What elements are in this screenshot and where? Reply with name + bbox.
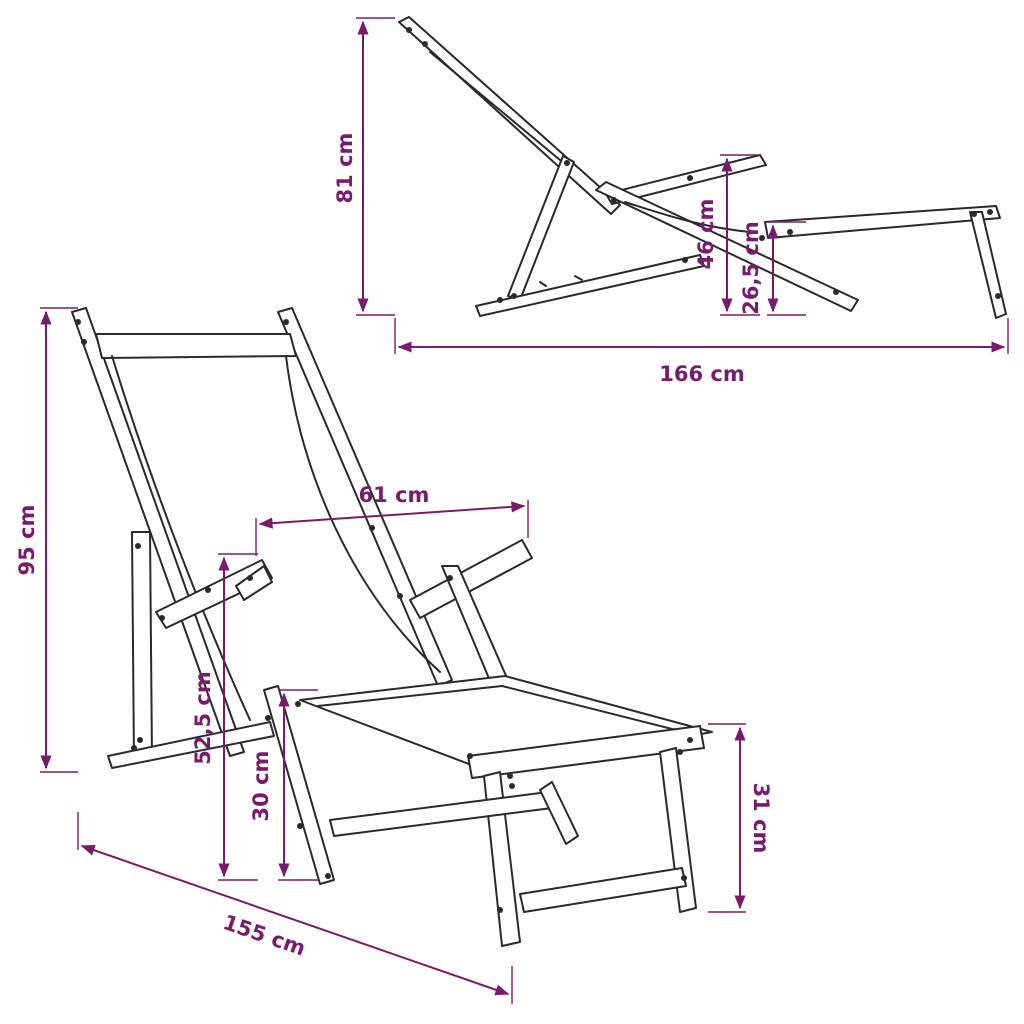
right-back-upright [277, 307, 453, 687]
side-view-dimensions: 81 cm 46 cm 26,5 cm 166 cm [333, 17, 1009, 386]
front-armrest-height-label: 52,5 cm [191, 671, 215, 764]
side-rear-leg [507, 155, 575, 301]
front-width-label: 61 cm [359, 483, 430, 507]
side-base-rail [475, 254, 705, 317]
side-height-label: 81 cm [333, 133, 357, 204]
front-depth-dimension-line [80, 844, 510, 996]
backrest-top-bar [95, 333, 297, 359]
rear-crossbar [539, 781, 579, 845]
seat-front-rail [467, 725, 705, 779]
side-view-chair [398, 16, 1007, 319]
front-height-label: 95 cm [15, 505, 39, 576]
side-armrest-height-label: 46 cm [694, 199, 718, 270]
perspective-chair [71, 307, 713, 947]
side-length-label: 166 cm [659, 362, 744, 386]
side-backrest-frame [398, 16, 621, 215]
left-back-upright [71, 307, 245, 757]
left-rear-leg [131, 531, 153, 761]
side-seat-height-label: 26,5 cm [739, 221, 763, 314]
left-bottom-rail [107, 721, 275, 769]
side-footrest-leg [969, 211, 1007, 319]
front-width-dimension-line [258, 501, 526, 529]
front-left-leg [263, 685, 335, 885]
footrest-right-leg [659, 747, 697, 913]
perspective-dimensions: 95 cm 61 cm 52,5 cm 30 cm 31 cm 155 cm [15, 307, 773, 1004]
front-depth-label: 155 cm [220, 910, 309, 961]
right-armrest [409, 539, 533, 619]
footrest-bottom-bar [519, 867, 687, 913]
front-seat-height-label: 30 cm [249, 751, 273, 822]
under-brace [329, 791, 553, 837]
side-footrest [764, 205, 1001, 239]
front-armrest-cap [235, 565, 273, 601]
front-footrest-height-label: 31 cm [749, 783, 773, 854]
